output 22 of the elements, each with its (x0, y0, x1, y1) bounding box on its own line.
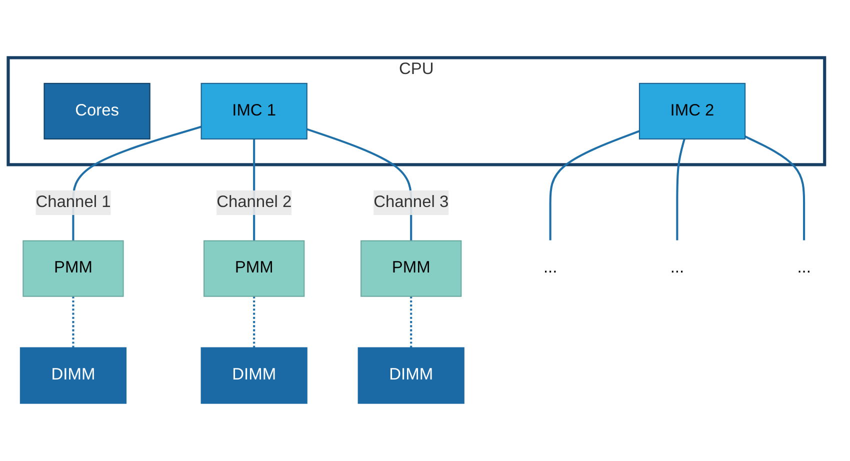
connector (549, 130, 640, 241)
node-box: DIMM (200, 347, 308, 404)
node-text: ... (797, 259, 811, 277)
connector (72, 296, 74, 348)
connector (72, 126, 202, 241)
node-box: DIMM (20, 347, 127, 404)
node-text: ... (543, 259, 558, 277)
connector (253, 296, 256, 348)
node-box: PMM (204, 240, 305, 297)
edge-label: Channel 2 (216, 193, 292, 211)
node-box: IMC 1 (200, 82, 308, 140)
node-box: IMC 2 (638, 82, 746, 140)
node-box: DIMM (358, 347, 464, 404)
node-box: PMM (22, 240, 124, 297)
node-text: ... (670, 259, 684, 277)
edge-label: Channel 1 (36, 193, 111, 211)
connector (676, 138, 686, 241)
node-box: Cores (44, 82, 150, 140)
connector (410, 296, 412, 348)
node-box: PMM (360, 240, 462, 297)
connector (744, 136, 806, 241)
edge-label: Channel 3 (374, 193, 449, 211)
